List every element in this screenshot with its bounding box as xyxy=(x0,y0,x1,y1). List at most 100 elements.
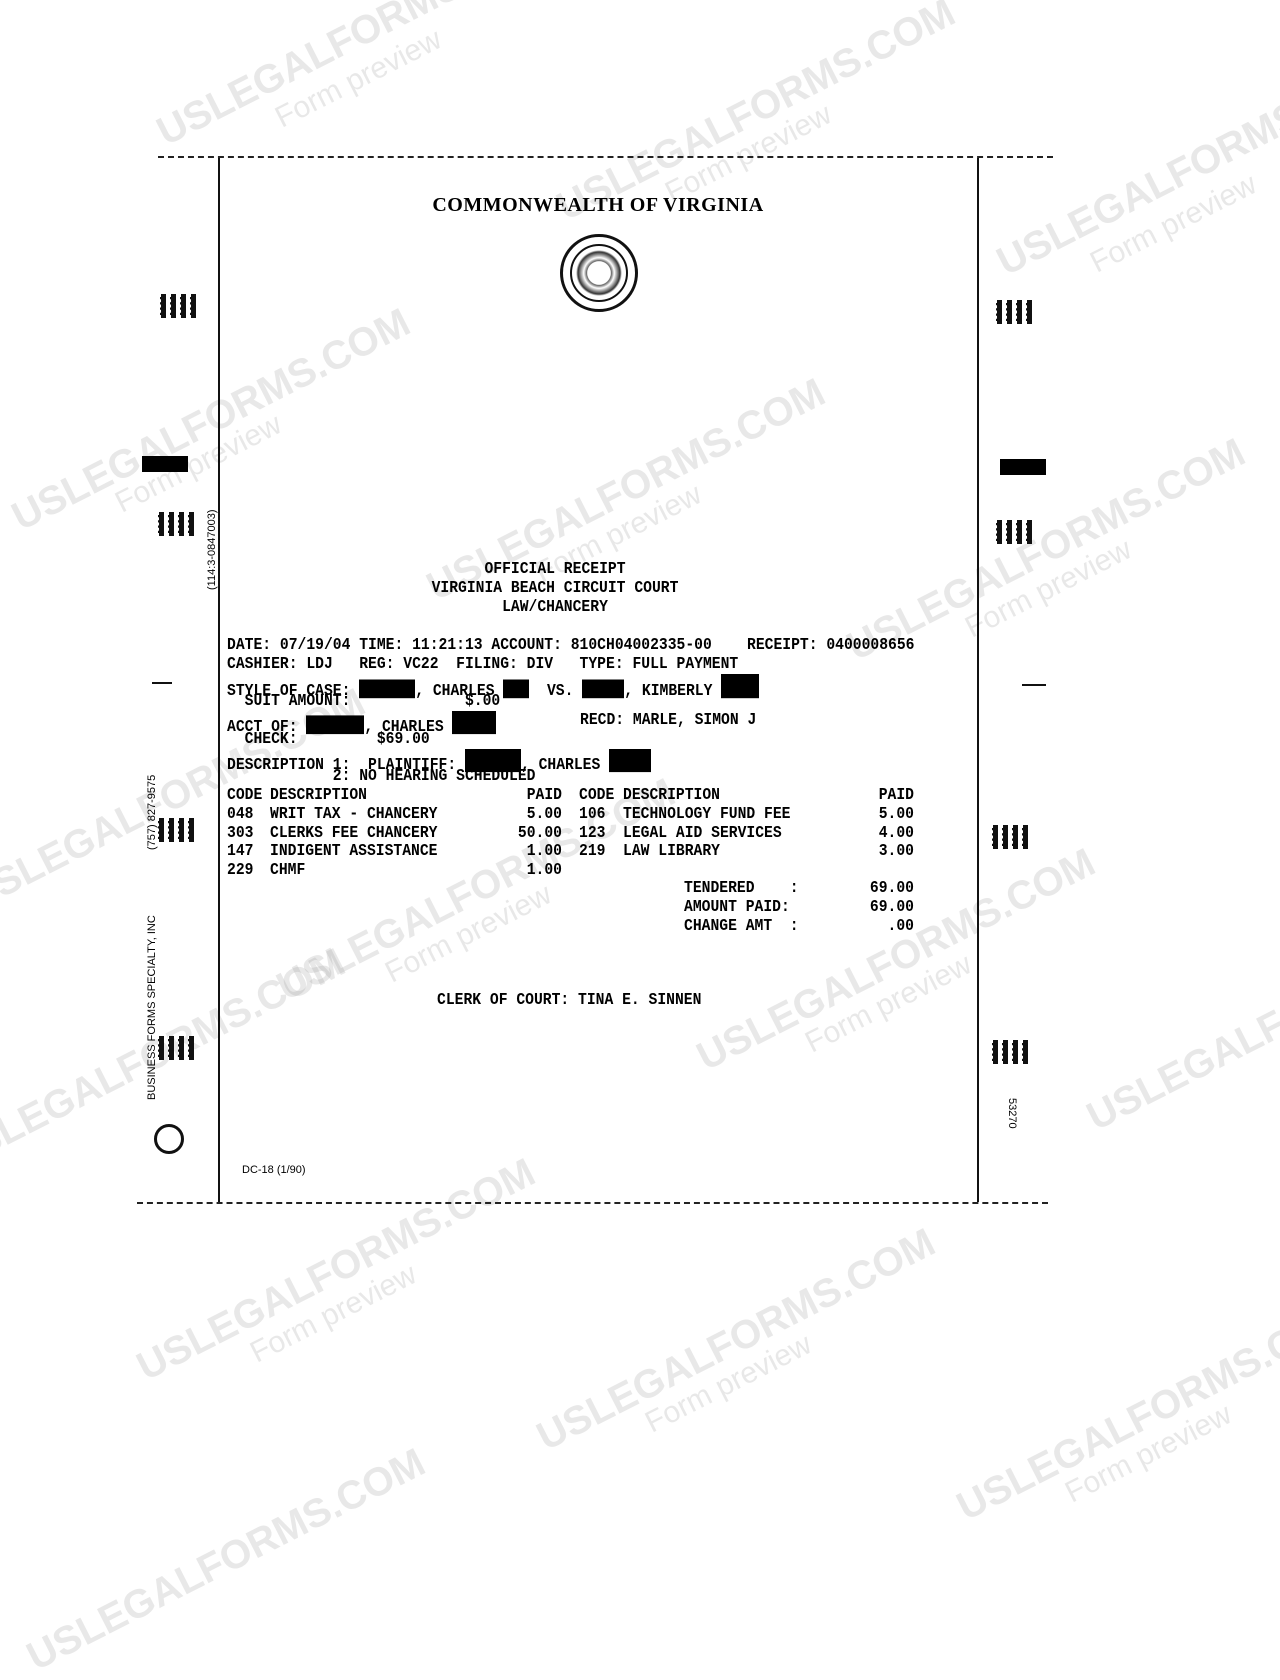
item-paid: 5.00 xyxy=(526,806,562,824)
tendered-value: 69.00 xyxy=(869,880,914,898)
watermark-brand: USLEGALFORMS.COM xyxy=(150,0,563,155)
right-margin-number: 53270 xyxy=(1006,1098,1018,1129)
received-from: RECD: MARLE, SIMON J xyxy=(580,712,757,730)
court-division: LAW/CHANCERY xyxy=(502,599,608,617)
tendered-label: TENDERED : xyxy=(684,880,799,898)
item-paid: 4.00 xyxy=(878,824,914,843)
feed-marks-icon xyxy=(158,1036,194,1060)
item-paid: 5.00 xyxy=(878,806,914,824)
watermark-sub: Form preview xyxy=(380,877,557,990)
suit-amount-line: SUIT AMOUNT: $.00 xyxy=(227,693,501,711)
clerk-of-court: CLERK OF COURT: TINA E. SINNEN xyxy=(437,992,702,1010)
account-first-name: , CHARLES xyxy=(364,718,453,737)
compass-logo-icon xyxy=(154,1124,184,1154)
defendant-first-name: , KIMBERLY xyxy=(624,682,722,701)
item-description: INDIGENT ASSISTANCE xyxy=(270,843,438,862)
item-paid: 3.00 xyxy=(878,843,914,862)
feed-marks-icon xyxy=(996,520,1032,544)
tick-mark xyxy=(152,682,172,684)
form-code: (114:3-0847003) xyxy=(206,509,218,590)
feed-marks-icon xyxy=(158,512,194,536)
col-description: DESCRIPTION xyxy=(623,787,720,805)
watermark-brand: USLEGALFORMS.COM xyxy=(950,1290,1280,1530)
item-paid: 1.00 xyxy=(526,862,562,880)
change-value: .00 xyxy=(887,918,914,936)
virginia-seal-icon xyxy=(560,234,638,312)
label: STYLE OF CASE: xyxy=(227,682,360,701)
redaction xyxy=(359,679,416,699)
redaction xyxy=(452,711,497,735)
item-description: LAW LIBRARY xyxy=(623,843,720,862)
registration-mark xyxy=(1000,459,1046,475)
form-top-edge xyxy=(158,156,1053,158)
receipt-heading: OFFICIAL RECEIPT xyxy=(484,561,626,579)
redaction xyxy=(582,679,625,699)
col-paid: PAID xyxy=(526,787,562,805)
watermark-sub: Form preview xyxy=(245,1257,422,1370)
col-description: DESCRIPTION xyxy=(270,787,367,805)
watermark-sub: Form preview xyxy=(640,1327,817,1440)
watermark-sub: Form preview xyxy=(110,407,287,520)
redaction xyxy=(464,749,521,773)
watermark-brand: USLEGALFORMS.COM xyxy=(530,1220,943,1460)
form-number: DC-18 (1/90) xyxy=(242,1164,306,1176)
court-name: VIRGINIA BEACH CIRCUIT COURT xyxy=(431,580,679,598)
amount-paid-value: 69.00 xyxy=(869,899,914,917)
col-code: CODE xyxy=(579,787,615,805)
description-2-line: 2: NO HEARING SCHEDULED xyxy=(227,768,536,786)
amount-paid-label: AMOUNT PAID: xyxy=(684,899,790,917)
label: DESCRIPTION 1: PLAINTIFF: xyxy=(227,756,465,775)
redaction xyxy=(306,715,365,735)
watermark-sub: Form preview xyxy=(960,532,1137,645)
redaction xyxy=(609,749,652,773)
feed-marks-icon xyxy=(160,294,196,318)
watermark-sub: Form preview xyxy=(800,947,977,1060)
redaction xyxy=(721,674,760,699)
registration-mark xyxy=(142,456,188,472)
watermark-brand: USLEGALFORMS.COM xyxy=(130,1150,543,1390)
tick-mark xyxy=(1022,684,1046,686)
cashier-line: CASHIER: LDJ REG: VC22 FILING: DIV TYPE:… xyxy=(227,656,739,674)
watermark-brand: USLEGALFORMS.COM xyxy=(690,840,1103,1080)
feed-marks-icon xyxy=(158,818,194,842)
item-code: 229 xyxy=(227,862,254,880)
printer-name: BUSINESS FORMS SPECIALTY, INC xyxy=(146,915,158,1100)
watermark-brand: USLEGALFORMS.COM xyxy=(990,45,1280,285)
style-of-case-line: STYLE OF CASE: , CHARLES VS. , KIMBERLY xyxy=(227,674,760,703)
feed-marks-icon xyxy=(996,300,1032,324)
watermark-sub: Form preview xyxy=(270,22,447,135)
account-of-line: ACCT OF: , CHARLES xyxy=(227,711,497,739)
item-description: WRIT TAX - CHANCERY xyxy=(270,806,438,824)
versus: VS. xyxy=(529,682,583,701)
item-description: CLERKS FEE CHANCERY xyxy=(270,824,438,843)
description-1-line: DESCRIPTION 1: PLAINTIFF: , CHARLES xyxy=(227,749,652,777)
col-code: CODE xyxy=(227,787,263,805)
watermark-brand: USLEGALFORMS.COM xyxy=(840,430,1253,670)
feed-marks-icon xyxy=(992,825,1028,849)
item-code: 123 xyxy=(579,824,606,843)
document-title: COMMONWEALTH OF VIRGINIA xyxy=(432,194,764,216)
item-description: CHMF xyxy=(270,862,306,880)
watermark-brand: USLEGALFORMS.COM xyxy=(20,1440,433,1680)
left-perforation-line xyxy=(218,158,220,1202)
item-code: 147 xyxy=(227,843,254,862)
check-line: CHECK: $69.00 xyxy=(227,731,430,749)
item-code: 048 xyxy=(227,806,254,824)
item-description: LEGAL AID SERVICES xyxy=(623,824,782,843)
watermark-brand: USLEGALFORMS.COM xyxy=(5,300,418,540)
printer-phone: (757) 827-9575 xyxy=(146,774,158,850)
plaintiff-first-name: , CHARLES xyxy=(415,682,504,701)
item-paid: 50.00 xyxy=(517,824,562,843)
redaction xyxy=(503,679,530,699)
plaintiff-first-name: , CHARLES xyxy=(520,756,610,775)
watermark-sub: Form preview xyxy=(1085,167,1262,280)
col-paid: PAID xyxy=(878,787,914,805)
feed-marks-icon xyxy=(992,1040,1028,1064)
date-line: DATE: 07/19/04 TIME: 11:21:13 ACCOUNT: 8… xyxy=(227,637,915,655)
right-perforation-line xyxy=(977,158,979,1202)
item-code: 219 xyxy=(579,843,606,862)
watermark-brand: USLEGALFORMS.COM xyxy=(1080,900,1280,1140)
change-label: CHANGE AMT : xyxy=(684,918,799,936)
watermark-sub: Form preview xyxy=(1060,1397,1237,1510)
form-bottom-edge xyxy=(137,1202,1048,1204)
